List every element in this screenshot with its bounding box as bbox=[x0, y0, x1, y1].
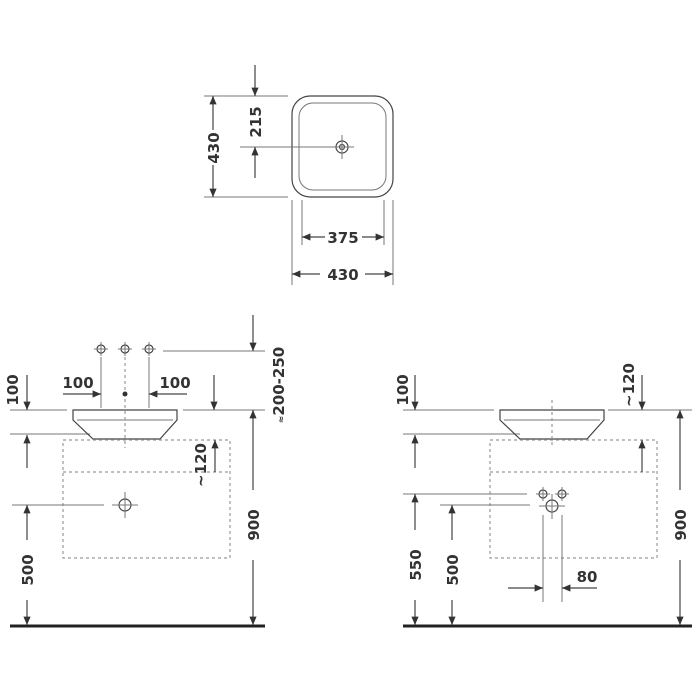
vanity-cabinet bbox=[489, 439, 658, 559]
dim-label-375: 375 bbox=[327, 229, 358, 247]
dim-label-215: 215 bbox=[247, 106, 265, 137]
dim-label-tap-spacing-right: 100 bbox=[159, 374, 190, 392]
tap-icons bbox=[94, 342, 156, 356]
dim-label-80: 80 bbox=[577, 568, 598, 586]
dim-label-tap-height: ≈200-250 bbox=[270, 347, 288, 423]
dim-label-900-left: 900 bbox=[245, 509, 263, 540]
dim-label-100-right: 100 bbox=[394, 374, 412, 405]
dim-label-900-right: 900 bbox=[672, 509, 690, 540]
side-view: 100 ~120 900 80 550 500 bbox=[394, 363, 692, 628]
top-view: 430 215 375 430 bbox=[204, 65, 394, 285]
drain-icon bbox=[112, 492, 138, 518]
dim-label-overflow: ~120 bbox=[192, 443, 210, 487]
dim-label-tap-spacing-left: 100 bbox=[62, 374, 93, 392]
drain-icon bbox=[539, 494, 565, 519]
dim-label-500-right: 500 bbox=[444, 554, 462, 585]
dim-label-430-height: 430 bbox=[205, 132, 223, 163]
dim-label-overflow-right: ~120 bbox=[620, 363, 638, 407]
basin-profile bbox=[72, 409, 178, 440]
tap-icons bbox=[536, 487, 569, 501]
dim-label-500-left: 500 bbox=[19, 554, 37, 585]
dim-label-550: 550 bbox=[407, 549, 425, 580]
dim-label-100-left: 100 bbox=[4, 374, 22, 405]
front-view: 100 100 100 ≈200-250 ~120 900 500 bbox=[4, 315, 288, 628]
vanity-cabinet bbox=[62, 439, 231, 559]
drain-icon bbox=[330, 135, 354, 159]
basin-profile bbox=[499, 409, 605, 440]
dim-label-430-width: 430 bbox=[327, 266, 358, 284]
